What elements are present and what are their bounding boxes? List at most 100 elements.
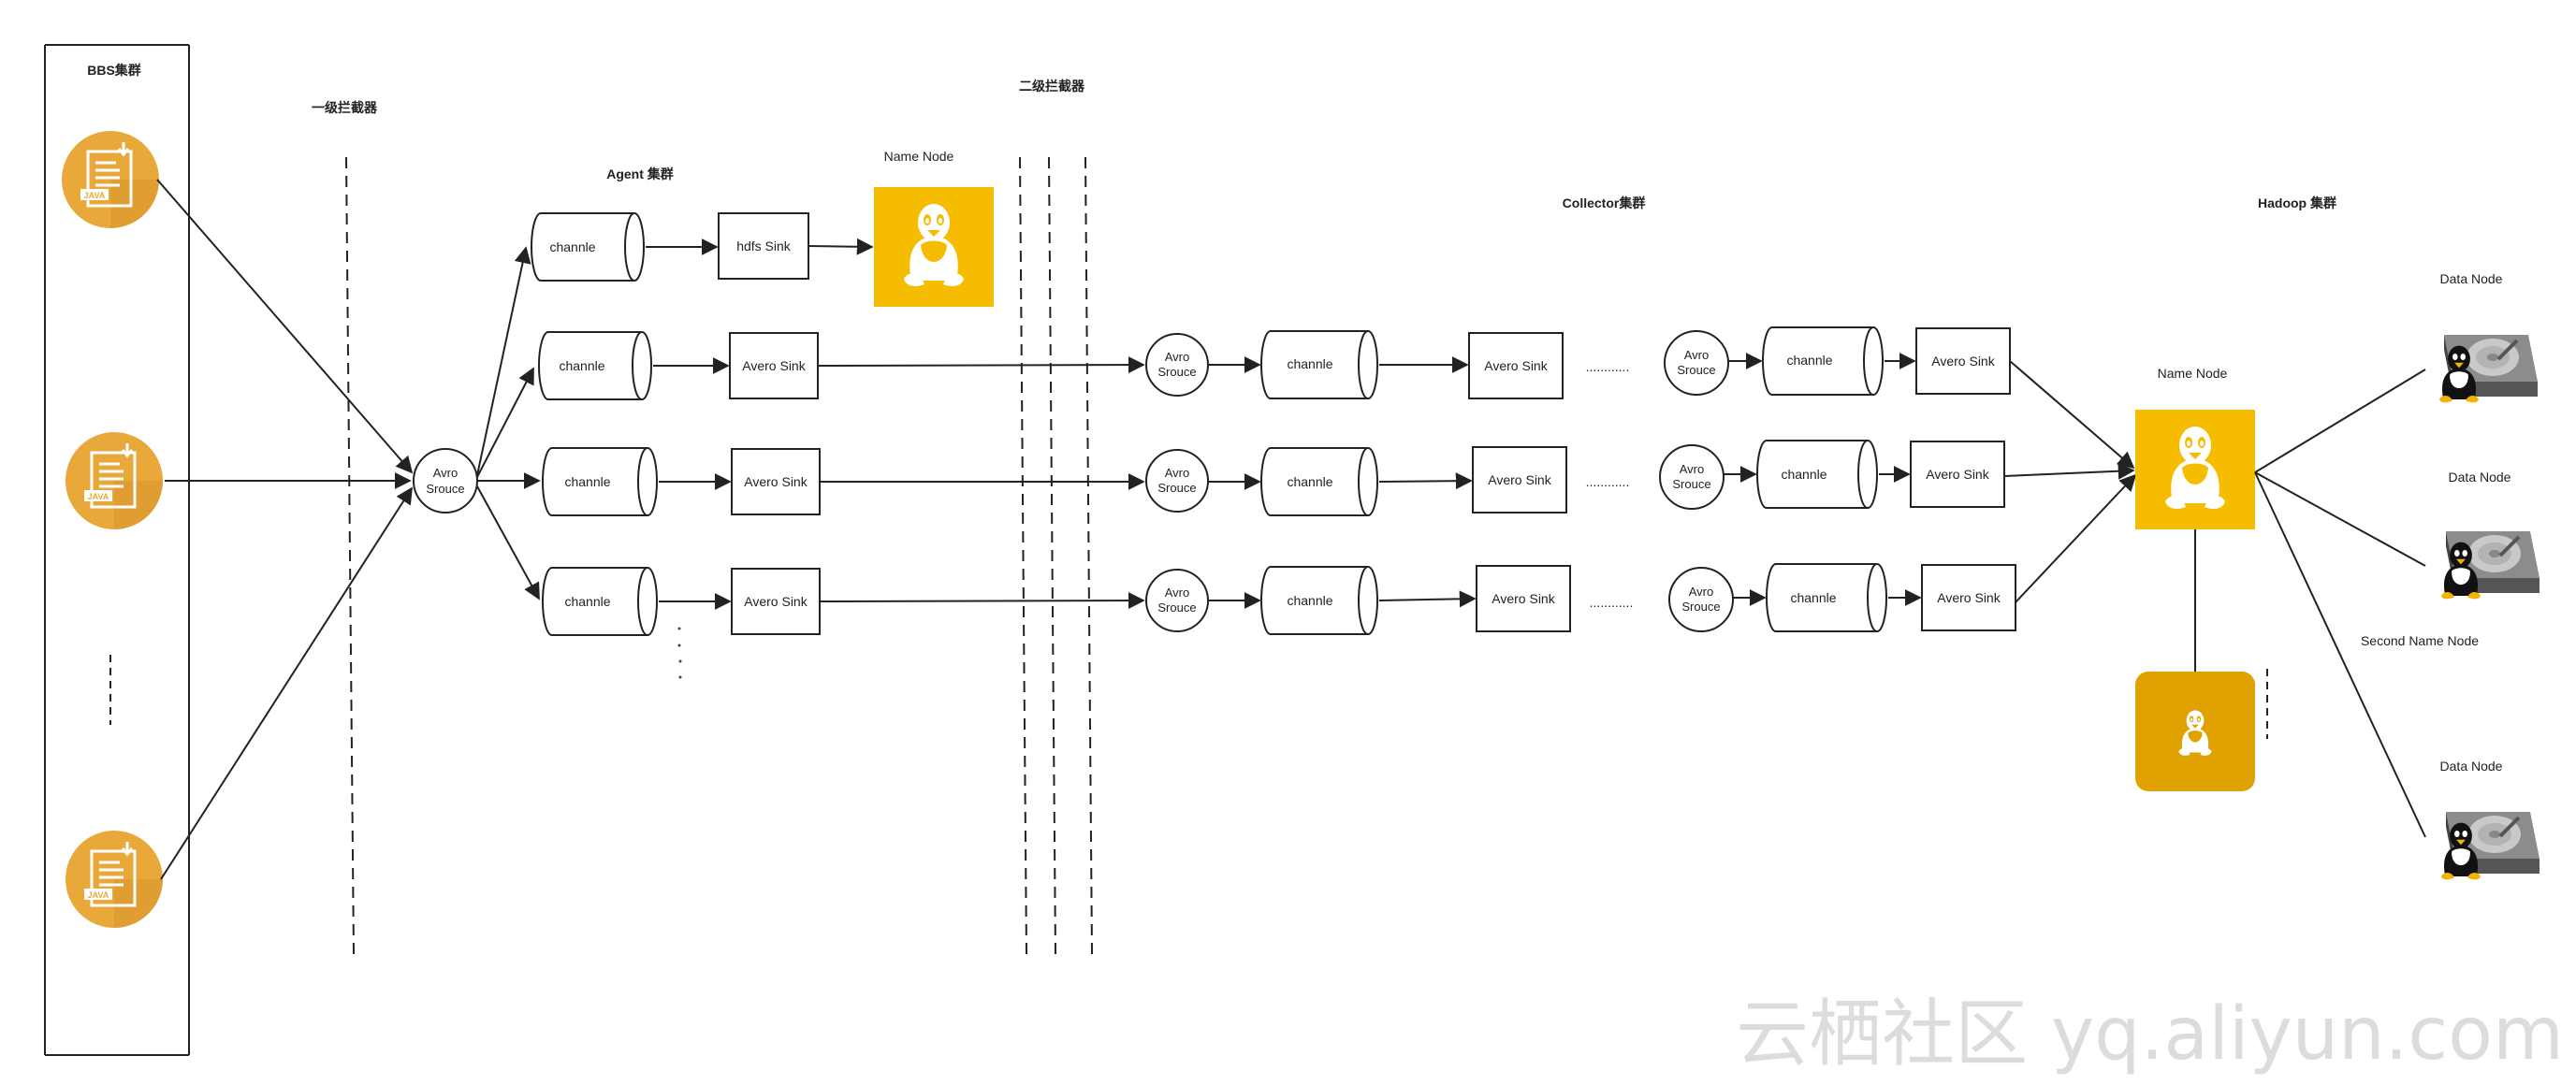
collector-channel: channle [1260,447,1378,516]
svg-text:channle: channle [1287,356,1332,371]
avero-sink: Avero Sink [1468,332,1564,399]
svg-text:Avero Sink: Avero Sink [1926,467,1989,482]
svg-text:Avero Sink: Avero Sink [1488,472,1551,487]
avero-sink: Avero Sink [731,448,821,515]
level1-interceptor-label: 一级拦截器 [312,100,378,115]
name-node-top-icon [874,187,994,307]
collector-channel: channle [1762,326,1884,396]
java-file-icon [60,129,161,230]
collector-to-namenode-arrows [2003,360,2137,603]
java-file-icon [64,430,165,531]
svg-text:Avro: Avro [1165,350,1190,364]
agent-fanout-arrows [476,246,541,600]
bbs-to-agent-arrows [156,179,414,880]
svg-text:Avero Sink: Avero Sink [744,474,808,489]
svg-text:Avero Sink: Avero Sink [1492,591,1555,606]
svg-text:channle: channle [1790,590,1836,605]
collector-avro-source: Avro Srouce [1145,569,1209,632]
svg-text:Avro: Avro [1165,466,1190,480]
arrow [1378,590,1477,608]
svg-text:Srouce: Srouce [1157,365,1196,379]
collector-avro-source: Avro Srouce [1145,449,1209,513]
collector-channel: channle [1260,566,1378,635]
arrow [808,238,874,255]
svg-text:Avero Sink: Avero Sink [1937,590,2001,605]
level1-interceptor-line [345,156,355,955]
ellipsis: ............ [1590,595,1634,610]
hard-drive-icon [2438,333,2540,405]
svg-text:Srouce: Srouce [1157,600,1196,615]
avero-sink: Avero Sink [731,568,821,635]
collector-avro-source: Avro Srouce [1668,567,1734,632]
svg-text:Avro: Avro [1684,348,1710,362]
collector-avro-source: Avro Srouce [1659,444,1725,510]
svg-text:Avro: Avro [1165,586,1190,600]
collector-avro-source: Avro Srouce [1664,330,1729,396]
avero-sink: Avero Sink [1472,446,1567,514]
avero-sink: Avero Sink [1915,327,2011,395]
name-node-hadoop-label: Name Node [2158,366,2228,381]
svg-text:hdfs Sink: hdfs Sink [736,239,792,253]
data-node-label: Data Node [2440,271,2503,286]
agent-channel: channle [542,567,658,636]
level2-interceptor-line [1084,156,1093,955]
continuation-dots [677,627,682,679]
level2-interceptor-line [1019,156,1027,955]
svg-text:channle: channle [1781,467,1826,482]
svg-text:Avro: Avro [1689,585,1714,599]
watermark: 云栖社区 yq.aliyun.com [1736,992,2564,1077]
data-node-label: Data Node [2440,759,2503,774]
svg-text:channle: channle [564,474,610,489]
agent-cluster-label: Agent 集群 [606,166,674,181]
bbs-cluster-frame [44,44,190,1056]
hard-drive-icon [2439,810,2541,882]
agent-to-collector-arrows [817,356,1145,610]
agent-avro-source: Avro Srouce [413,448,478,514]
avero-sink: Avero Sink [1476,565,1571,632]
data-node-label: Data Node [2449,470,2511,485]
svg-text:Srouce: Srouce [1681,600,1720,614]
collector-channel: channle [1756,440,1878,509]
namenode-to-datanode-lines [2254,369,2426,838]
second-name-node-icon [2135,672,2255,791]
second-name-node-label: Second Name Node [2361,633,2479,648]
collector-channel: channle [1766,563,1887,632]
avero-sink: Avero Sink [1921,564,2016,631]
svg-text:Avero Sink: Avero Sink [1484,358,1548,373]
hadoop-cluster-label: Hadoop 集群 [2258,195,2336,210]
agent-channel: channle [538,331,652,400]
svg-text:Avero Sink: Avero Sink [744,594,808,609]
arrow [1378,472,1473,490]
svg-text:channle: channle [564,594,610,609]
svg-text:channle: channle [1287,474,1332,489]
bbs-cluster-label: BBS集群 [87,63,141,78]
name-node-hadoop-icon [2135,410,2255,529]
avero-sink: Avero Sink [729,332,819,399]
svg-text:Avero Sink: Avero Sink [1931,354,1995,369]
svg-text:channle: channle [549,239,595,254]
name-node-top-label: Name Node [884,149,954,164]
svg-text:Srouce: Srouce [426,482,464,496]
level2-interceptor-label: 二级拦截器 [1019,79,1085,94]
svg-text:Srouce: Srouce [1157,481,1196,495]
ellipsis: ............ [1586,474,1630,489]
avero-sink: Avero Sink [1910,441,2005,508]
collector-cluster-label: Collector集群 [1563,195,1646,210]
hdfs-sink: hdfs Sink [718,212,809,280]
collector-avro-source: Avro Srouce [1145,333,1209,397]
collector-channel: channle [1260,330,1378,399]
agent-channel: channle [542,447,658,516]
level2-interceptor-line [1048,156,1056,955]
java-file-icon [64,829,165,930]
svg-text:channle: channle [1287,593,1332,608]
svg-text:channle: channle [1786,353,1832,368]
ellipsis: ............ [1586,359,1630,374]
svg-text:channle: channle [559,358,604,373]
svg-text:Avro: Avro [433,466,458,480]
svg-text:Srouce: Srouce [1677,363,1715,377]
svg-text:Srouce: Srouce [1672,477,1710,491]
agent-channel: channle [531,212,645,282]
hard-drive-icon [2439,529,2541,601]
svg-text:Avero Sink: Avero Sink [742,358,806,373]
